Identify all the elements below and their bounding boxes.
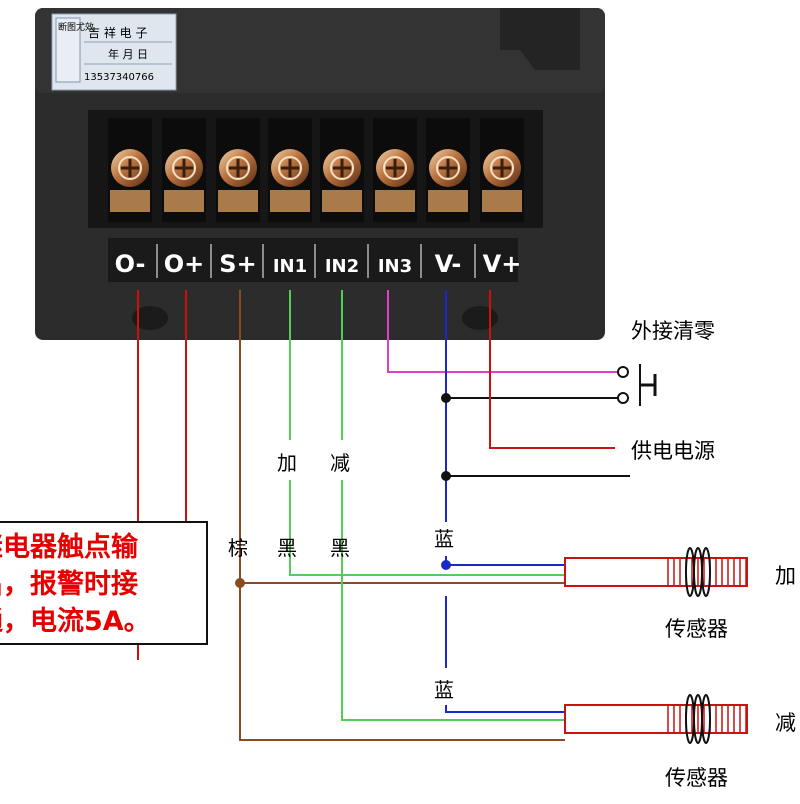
reset-button-symbol [617, 364, 657, 406]
label-sticker: 断图尤效 吉 祥 电 子 年 月 日 13537340766 [51, 13, 177, 91]
mounting-hole-right [462, 306, 498, 330]
wire-in2-b [341, 480, 565, 721]
wire-s-plus-lower [239, 290, 565, 741]
terminal-v-minusplus [480, 118, 524, 222]
terminal-labels: O- O+ S+ IN1 IN2 IN3 V- V+ [115, 244, 522, 278]
label-black-1: 黑 [277, 536, 297, 560]
junction-dot [441, 393, 451, 403]
terminal-label: S+ [219, 250, 256, 278]
terminal-label: IN1 [273, 256, 307, 277]
sticker-phone: 13537340766 [84, 72, 154, 83]
terminal-v-minus [426, 118, 470, 222]
controller-module: 断图尤效 吉 祥 电 子 年 月 日 13537340766 O- O+ S+ IN1… [35, 8, 605, 340]
sticker-date: 年 月 日 [108, 47, 148, 61]
terminal-label: O- [115, 250, 146, 278]
terminals [108, 118, 524, 222]
proximity-sensor [564, 694, 748, 744]
terminal-label: V+ [483, 250, 522, 278]
proximity-sensor [564, 547, 748, 597]
label-brown: 棕 [228, 536, 248, 560]
terminal-in1 [268, 118, 312, 222]
wire-in3 [387, 290, 618, 373]
label-blue-2: 蓝 [434, 678, 454, 702]
junction-dot [441, 471, 451, 481]
mounting-hole-left [132, 306, 168, 330]
label-power-supply: 供电电源 [631, 439, 715, 463]
relay-note-line-1: 继电器触点输 [0, 532, 138, 563]
label-subtract: 减 [330, 451, 350, 475]
terminal-in3 [373, 118, 417, 222]
label-sensor-1: 传感器 [665, 617, 728, 641]
terminal-label: V- [435, 250, 462, 278]
label-blue-1: 蓝 [434, 527, 454, 551]
wire-v-plus [489, 290, 615, 449]
label-sensor-add: 加 [775, 564, 796, 588]
junction-dot [441, 560, 451, 570]
terminal-o-minusplus [162, 118, 206, 222]
relay-note-line-3: 通，电流5A。 [0, 606, 151, 637]
terminal-in2 [320, 118, 364, 222]
terminal-label: O+ [164, 250, 205, 278]
relay-note-line-2: 出，报警时接 [0, 569, 138, 600]
sticker-side-text: 断图尤效 [58, 21, 94, 33]
relay-note-box: 继电器触点输 出，报警时接 通，电流5A。 [0, 521, 208, 645]
wire-blue-upper [445, 556, 565, 566]
wire-blue-lower [445, 705, 565, 713]
label-external-reset: 外接清零 [631, 319, 715, 343]
junction-dot [235, 578, 245, 588]
terminal-label: IN2 [325, 256, 359, 277]
sensors [564, 547, 748, 744]
sticker-brand: 吉 祥 电 子 [88, 26, 147, 40]
terminal-label-strip [108, 238, 518, 282]
label-sensor-2: 传感器 [665, 766, 728, 790]
terminal-label: IN3 [378, 256, 412, 277]
wire-in1-b [289, 480, 565, 576]
label-add: 加 [277, 451, 297, 475]
terminal-s-minusplus [216, 118, 260, 222]
label-black-2: 黑 [330, 536, 350, 560]
terminal-o-minus [108, 118, 152, 222]
terminal-block [88, 110, 543, 228]
label-sensor-subtract: 减 [775, 711, 796, 735]
wires [137, 290, 630, 741]
